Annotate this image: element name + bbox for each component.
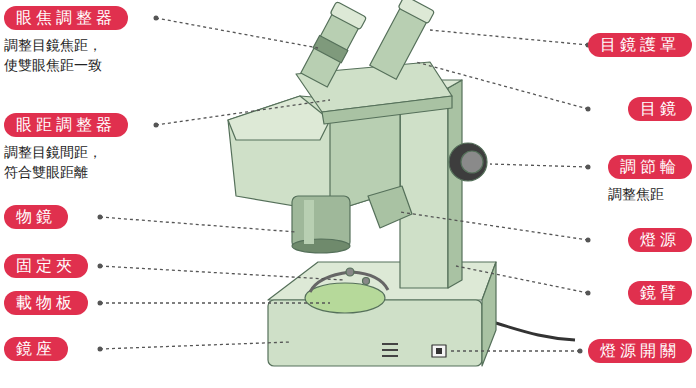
part-label: 眼距調整器調整目鏡間距， 符合雙眼距離 bbox=[4, 113, 128, 182]
focus-knob bbox=[449, 143, 487, 181]
arm bbox=[400, 88, 448, 288]
part-name: 調節輪 bbox=[608, 155, 692, 179]
part-label: 載物板 bbox=[4, 291, 88, 315]
part-description: 調整焦距 bbox=[608, 184, 692, 204]
stage-clip bbox=[310, 272, 350, 292]
part-label: 鏡臂 bbox=[628, 281, 692, 305]
part-name: 目鏡 bbox=[628, 97, 692, 121]
lamp-housing bbox=[368, 186, 412, 228]
part-name: 物鏡 bbox=[4, 205, 68, 229]
part-label: 調節輪調整焦距 bbox=[608, 155, 692, 204]
part-name: 眼距調整器 bbox=[4, 113, 128, 137]
part-description: 調整目鏡焦距， 使雙眼焦距一致 bbox=[4, 35, 110, 75]
part-name: 燈源 bbox=[628, 228, 692, 252]
power-cord bbox=[492, 322, 575, 340]
part-name: 眼焦調整器 bbox=[4, 6, 128, 30]
part-label: 鏡座 bbox=[4, 337, 68, 361]
part-name: 鏡臂 bbox=[628, 281, 692, 305]
vent-slots bbox=[382, 344, 398, 356]
part-name: 載物板 bbox=[4, 291, 88, 315]
part-label: 固定夾 bbox=[4, 254, 88, 278]
leader-dots bbox=[98, 16, 591, 354]
part-description: 調整目鏡間距， 符合雙眼距離 bbox=[4, 142, 110, 182]
part-name: 目鏡護罩 bbox=[588, 33, 692, 57]
part-label: 眼焦調整器調整目鏡焦距， 使雙眼焦距一致 bbox=[4, 6, 128, 75]
stage-plate bbox=[305, 283, 385, 313]
leader-lines bbox=[100, 18, 588, 351]
part-label: 燈源 bbox=[628, 228, 692, 252]
part-label: 燈源開關 bbox=[588, 339, 692, 363]
part-label: 目鏡護罩 bbox=[588, 33, 692, 57]
left-eyepiece bbox=[299, 1, 367, 88]
part-name: 燈源開關 bbox=[588, 339, 692, 363]
light-switch bbox=[432, 345, 446, 357]
part-label: 物鏡 bbox=[4, 205, 68, 229]
part-name: 鏡座 bbox=[4, 337, 68, 361]
right-eyepiece bbox=[368, 0, 435, 80]
part-name: 固定夾 bbox=[4, 254, 88, 278]
part-label: 目鏡 bbox=[628, 97, 692, 121]
base-front bbox=[268, 300, 482, 366]
